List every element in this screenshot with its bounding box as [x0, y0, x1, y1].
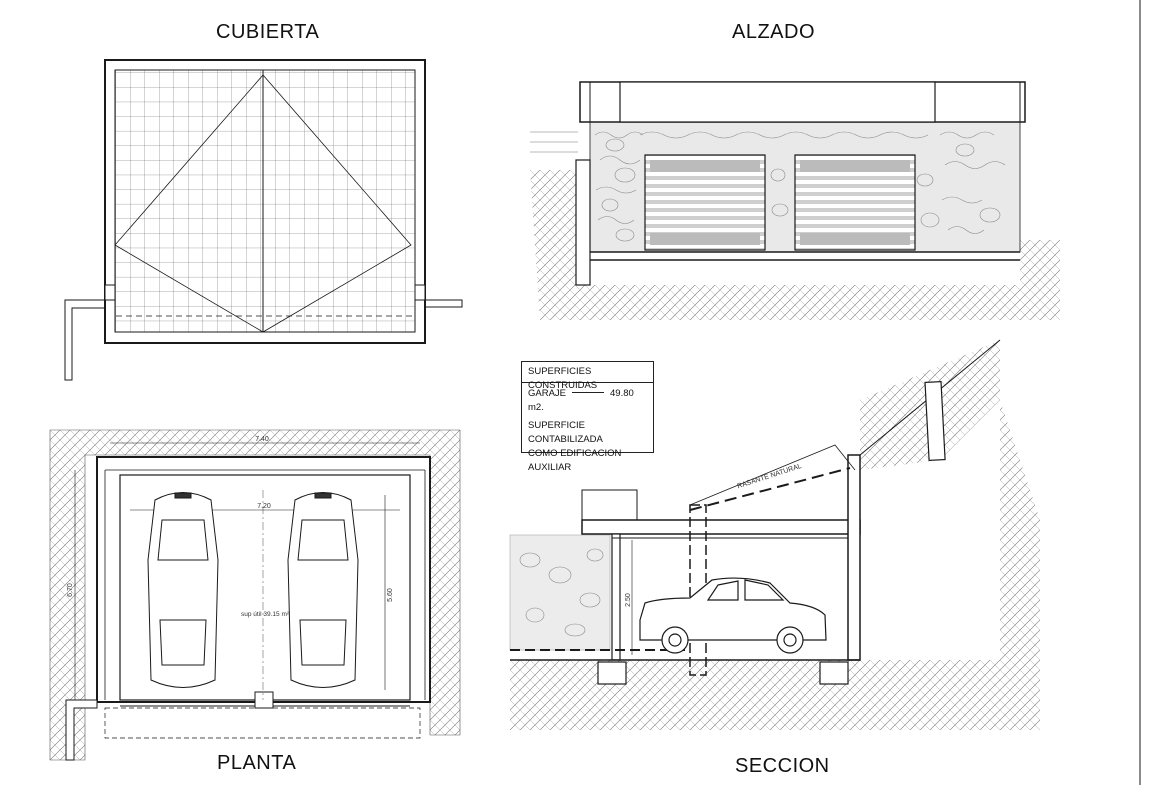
- legend-leader-line: [572, 392, 605, 393]
- natural-grade-label: RASANTE NATURAL: [737, 463, 803, 490]
- elevation-ground: [530, 170, 1060, 320]
- elevation-view: [530, 81, 1060, 320]
- dim-overall-depth: 6.70: [67, 583, 74, 597]
- clear-height-label: 2.50: [625, 593, 632, 607]
- title-roof: CUBIERTA: [216, 21, 320, 43]
- roof-view: [64, 59, 463, 381]
- legend-garage-area: 49.80 m2.: [528, 388, 634, 413]
- title-elevation: ALZADO: [732, 21, 816, 43]
- section-view: [509, 339, 1040, 730]
- plan-terrain: [49, 429, 461, 761]
- section-car: [639, 577, 827, 654]
- dim-inner-width: 7.20: [257, 503, 271, 510]
- dim-inner-depth: 5.60: [387, 588, 394, 602]
- legend-garage-label: GARAJE: [528, 388, 567, 399]
- roof-tile-grid: [114, 69, 416, 333]
- legend-note-line2: COMO EDIFICACION AUXILIAR: [528, 448, 622, 473]
- title-plan: PLANTA: [217, 752, 297, 774]
- legend-header: SUPERFICIES CONSTRUIDAS: [522, 362, 653, 391]
- dim-overall-width: 7.40: [255, 436, 269, 443]
- roof-outer-wall: [104, 59, 426, 344]
- section-terrain: [510, 340, 1040, 730]
- legend-note-line1: SUPERFICIE CONTABILIZADA: [528, 420, 603, 445]
- plan-view: [49, 429, 461, 761]
- useful-area-label: sup útil 39.15 m²: [241, 611, 290, 618]
- title-section: SECCION: [735, 755, 830, 777]
